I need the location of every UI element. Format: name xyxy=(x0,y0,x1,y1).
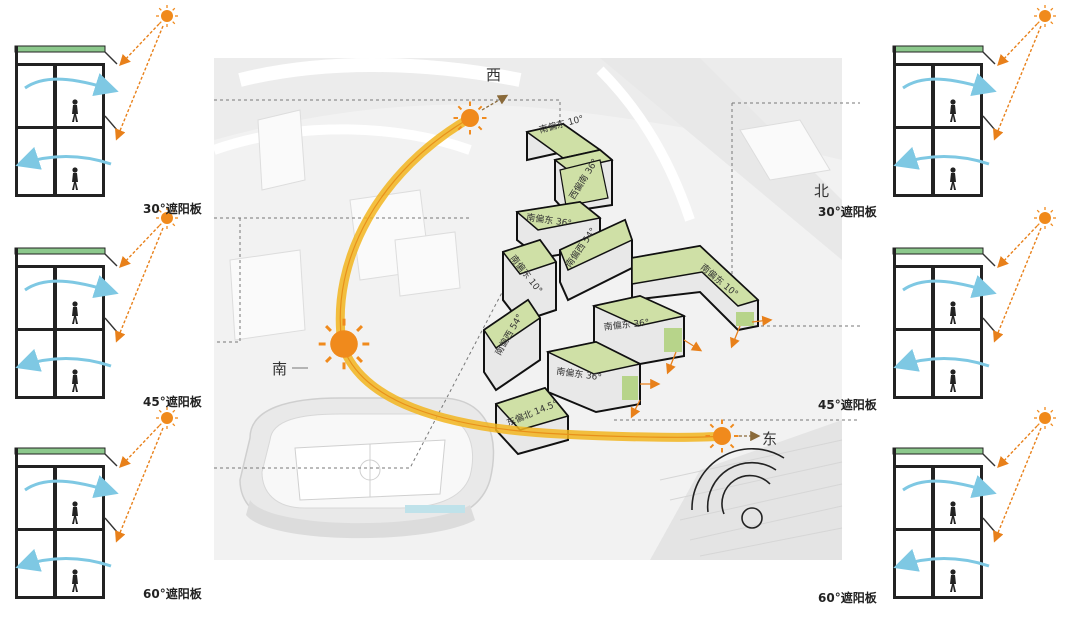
buildings: 南偏东 10° 西偏南 36° 南偏东 36° 南偏西 54° 南偏东 10° … xyxy=(482,112,773,456)
wind-arrow-icon xyxy=(893,146,990,170)
walking-person-icon xyxy=(950,569,956,592)
wind-arrow-icon xyxy=(902,475,997,499)
wind-arrow-icon xyxy=(15,348,112,372)
walking-person-icon xyxy=(950,301,956,324)
walking-person-icon xyxy=(950,369,956,392)
sun-icon xyxy=(1033,4,1057,28)
direction-south: 南 xyxy=(272,360,288,378)
shading-label-left-60: 60°遮阳板 xyxy=(143,587,202,601)
direction-east: 东 xyxy=(762,430,778,448)
sun-icon xyxy=(155,406,179,430)
sports-field xyxy=(239,397,495,539)
section-panel-left-45 xyxy=(14,206,179,399)
wifi-signal-icon xyxy=(691,448,785,529)
shading-label-left-45: 45°遮阳板 xyxy=(143,395,202,409)
sun-icon xyxy=(155,4,179,28)
sun-icon xyxy=(1033,406,1057,430)
walking-person-icon xyxy=(72,569,78,592)
section-panel-right-60 xyxy=(892,406,1057,599)
direction-north: 北 xyxy=(814,182,830,200)
section-panel-left-60 xyxy=(14,406,179,599)
section-panel-left-30 xyxy=(14,4,179,197)
walking-person-icon xyxy=(950,99,956,122)
shading-label-left-30: 30°遮阳板 xyxy=(143,202,202,216)
section-panel-right-45 xyxy=(892,206,1057,399)
wind-arrow-icon xyxy=(15,146,112,170)
shading-label-right-30: 30°遮阳板 xyxy=(818,205,877,219)
building-6 xyxy=(482,298,542,392)
building-2 xyxy=(553,148,614,214)
building-9 xyxy=(545,340,643,414)
sun-icon xyxy=(1033,206,1057,230)
sun-path xyxy=(317,94,761,454)
shading-label-right-60: 60°遮阳板 xyxy=(818,591,877,605)
wind-arrow-icon xyxy=(902,73,997,97)
direction-west: 西 xyxy=(486,66,502,84)
walking-person-icon xyxy=(72,167,78,190)
right-section-panels xyxy=(892,4,1057,599)
building-5 xyxy=(501,238,558,324)
walking-person-icon xyxy=(72,99,78,122)
walking-person-icon xyxy=(72,501,78,524)
wind-arrow-icon xyxy=(902,275,997,299)
building-7 xyxy=(631,244,760,332)
wind-arrow-icon xyxy=(24,275,119,299)
wind-arrow-icon xyxy=(15,548,112,572)
wind-arrow-icon xyxy=(893,348,990,372)
walking-person-icon xyxy=(72,369,78,392)
section-panel-right-30 xyxy=(892,4,1057,197)
wind-arrow-icon xyxy=(24,475,119,499)
wind-arrow-icon xyxy=(893,548,990,572)
walking-person-icon xyxy=(950,501,956,524)
wind-arrow-icon xyxy=(24,73,119,97)
walking-person-icon xyxy=(72,301,78,324)
shading-label-right-45: 45°遮阳板 xyxy=(818,398,877,412)
left-section-panels xyxy=(14,4,179,599)
walking-person-icon xyxy=(950,167,956,190)
building-8 xyxy=(591,294,687,366)
